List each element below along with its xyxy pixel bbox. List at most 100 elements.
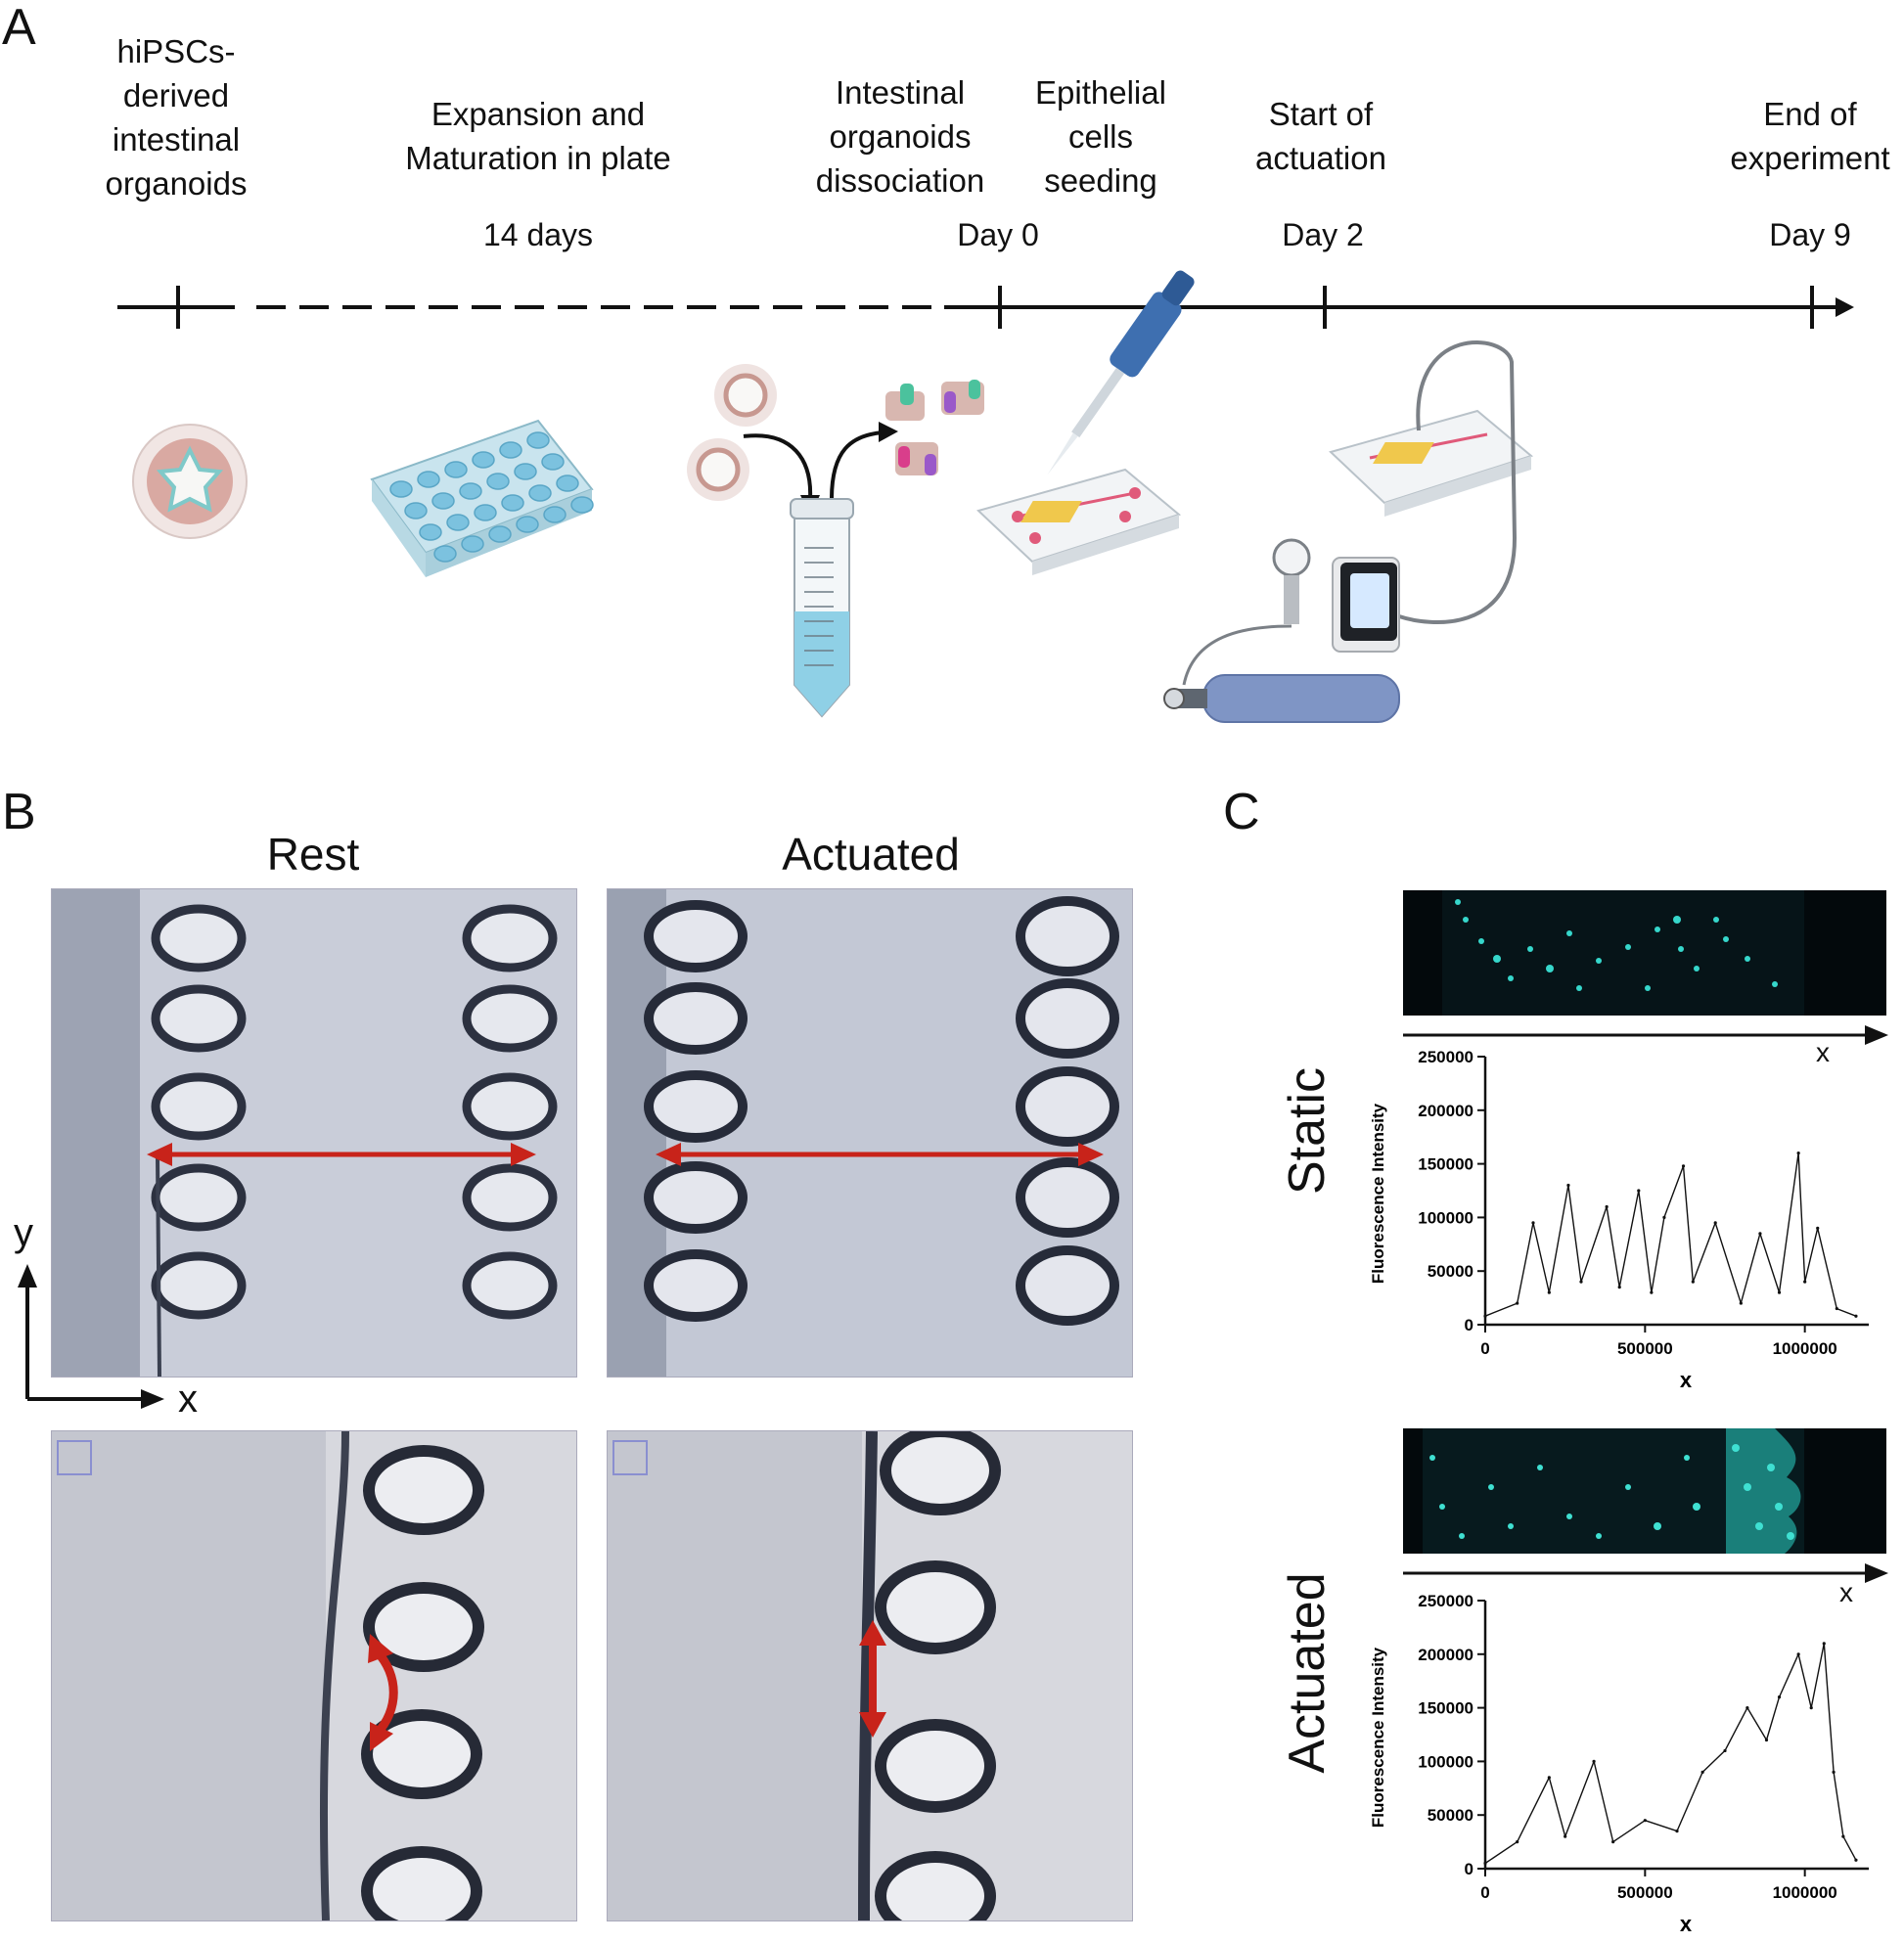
x-tick-label: 0 [1480, 1339, 1489, 1358]
series-point [1617, 1286, 1621, 1289]
x-tick-label: 1000000 [1773, 1883, 1837, 1902]
series-point [1681, 1164, 1686, 1168]
micrograph-rest-overview [51, 888, 577, 1378]
chart-actuated: Fluorescence Intensity x 050000100000150… [1369, 1592, 1869, 1936]
y-tick-label: 100000 [1418, 1208, 1473, 1227]
series-point [1483, 1861, 1487, 1866]
series-point [1822, 1642, 1826, 1646]
step-end: End of experiment [1730, 96, 1890, 176]
y-tick-label: 250000 [1418, 1592, 1473, 1610]
well-plate-icon [370, 419, 594, 577]
series-point [1691, 1280, 1695, 1284]
series-point [1809, 1706, 1813, 1710]
y-tick-label: 250000 [1418, 1048, 1473, 1066]
row-label-actuated: Actuated [1279, 1572, 1336, 1774]
curved-arrow-in-icon [743, 433, 813, 500]
y-tick-label: 150000 [1418, 1699, 1473, 1718]
y-tick-label: 200000 [1418, 1646, 1473, 1664]
fluorescence-strip-static [1403, 890, 1886, 1016]
fluorescence-strip-actuated [1403, 1428, 1886, 1554]
duration-14-days: 14 days [482, 217, 594, 252]
series-point [1777, 1290, 1782, 1294]
step-dissociation: Intestinal organoids dissociation [815, 74, 985, 199]
col-title-rest: Rest [266, 829, 360, 880]
series-point [1841, 1834, 1845, 1838]
series-point [1662, 1215, 1666, 1219]
x-tick-label: 0 [1480, 1883, 1489, 1902]
series-point [1796, 1652, 1800, 1656]
panel-label-a: A [2, 0, 36, 56]
series-point [1764, 1738, 1769, 1742]
series-point [1637, 1189, 1641, 1193]
tube-graduations [804, 547, 834, 666]
y-tick-label: 50000 [1428, 1262, 1473, 1281]
pipette-icon [1047, 270, 1195, 475]
series-point [1643, 1819, 1647, 1823]
series-point [1854, 1314, 1858, 1318]
chip-seeding-icon [976, 468, 1182, 575]
micrograph-rest-zoom [51, 1430, 577, 1921]
series-point [1777, 1695, 1782, 1699]
step-actuation: Start of actuation [1255, 96, 1386, 176]
series-point [1516, 1840, 1519, 1844]
x-tick-label: 500000 [1617, 1883, 1673, 1902]
y-tick-label: 100000 [1418, 1752, 1473, 1771]
series-point [1547, 1776, 1551, 1780]
series-point [1483, 1314, 1487, 1318]
strip-arrow-actuated [1403, 1563, 1888, 1583]
step-seeding: Epithelial cells seeding [1035, 74, 1166, 199]
y-tick-label: 150000 [1418, 1155, 1473, 1174]
y-tick-label: 0 [1465, 1860, 1473, 1878]
chart-static: Fluorescence Intensity x 050000100000150… [1369, 1048, 1869, 1392]
series-point [1564, 1834, 1567, 1838]
day-0: Day 0 [957, 217, 1039, 252]
series-point [1592, 1759, 1596, 1763]
row-label-static: Static [1279, 1066, 1336, 1196]
arrowhead-out-icon [879, 422, 898, 442]
micrograph-actuated-zoom [607, 1430, 1133, 1921]
y-tick-label: 50000 [1428, 1806, 1473, 1825]
gas-line-icon [1182, 624, 1292, 686]
series-point [1745, 1706, 1749, 1710]
timeline-arrowhead [1836, 297, 1854, 317]
well-plate-wells [389, 431, 594, 563]
series-point [1803, 1280, 1807, 1284]
chip-actuation-icon [1329, 409, 1534, 517]
series-point [1605, 1204, 1609, 1209]
timeline-axis [117, 286, 1839, 329]
x-tick-label: 1000000 [1773, 1339, 1837, 1358]
step-expansion: Expansion and Maturation in plate [405, 96, 671, 176]
gas-cylinder-icon [1163, 674, 1400, 723]
timeline-illustration [117, 270, 1854, 723]
xlabel: x [1680, 1368, 1693, 1392]
xlabel: x [1680, 1912, 1693, 1936]
series-point [1675, 1830, 1679, 1833]
step-hipsc: hiPSCs- derived intestinal organoids [105, 33, 248, 202]
series-point [1516, 1301, 1519, 1305]
small-organoids-icon [687, 364, 777, 501]
series-point [1713, 1221, 1717, 1225]
series-point [1854, 1858, 1858, 1862]
series-point [1611, 1840, 1615, 1844]
series-line [1484, 1152, 1857, 1317]
dissociated-cells-icon [885, 380, 984, 475]
organoid-icon [132, 424, 248, 539]
series-point [1832, 1770, 1836, 1774]
tubing-line-icon [1398, 339, 1518, 624]
day-2: Day 2 [1282, 217, 1364, 252]
series-point [1566, 1183, 1570, 1188]
y-tick-label: 0 [1465, 1316, 1473, 1334]
panel-label-b: B [2, 784, 36, 840]
series-point [1650, 1290, 1654, 1294]
strip-axis-x-static: x [1816, 1037, 1830, 1067]
strip-axis-x-actuated: x [1839, 1577, 1853, 1607]
series-point [1700, 1770, 1704, 1774]
series-point [1796, 1152, 1800, 1155]
series-point [1531, 1221, 1535, 1225]
curved-arrow-out-icon [830, 430, 884, 500]
series-point [1758, 1232, 1762, 1236]
strip-arrow-static [1403, 1025, 1888, 1045]
micrograph-actuated-overview [607, 888, 1133, 1378]
pressure-controller-icon [1272, 538, 1400, 653]
falcon-tube-icon [790, 498, 854, 718]
